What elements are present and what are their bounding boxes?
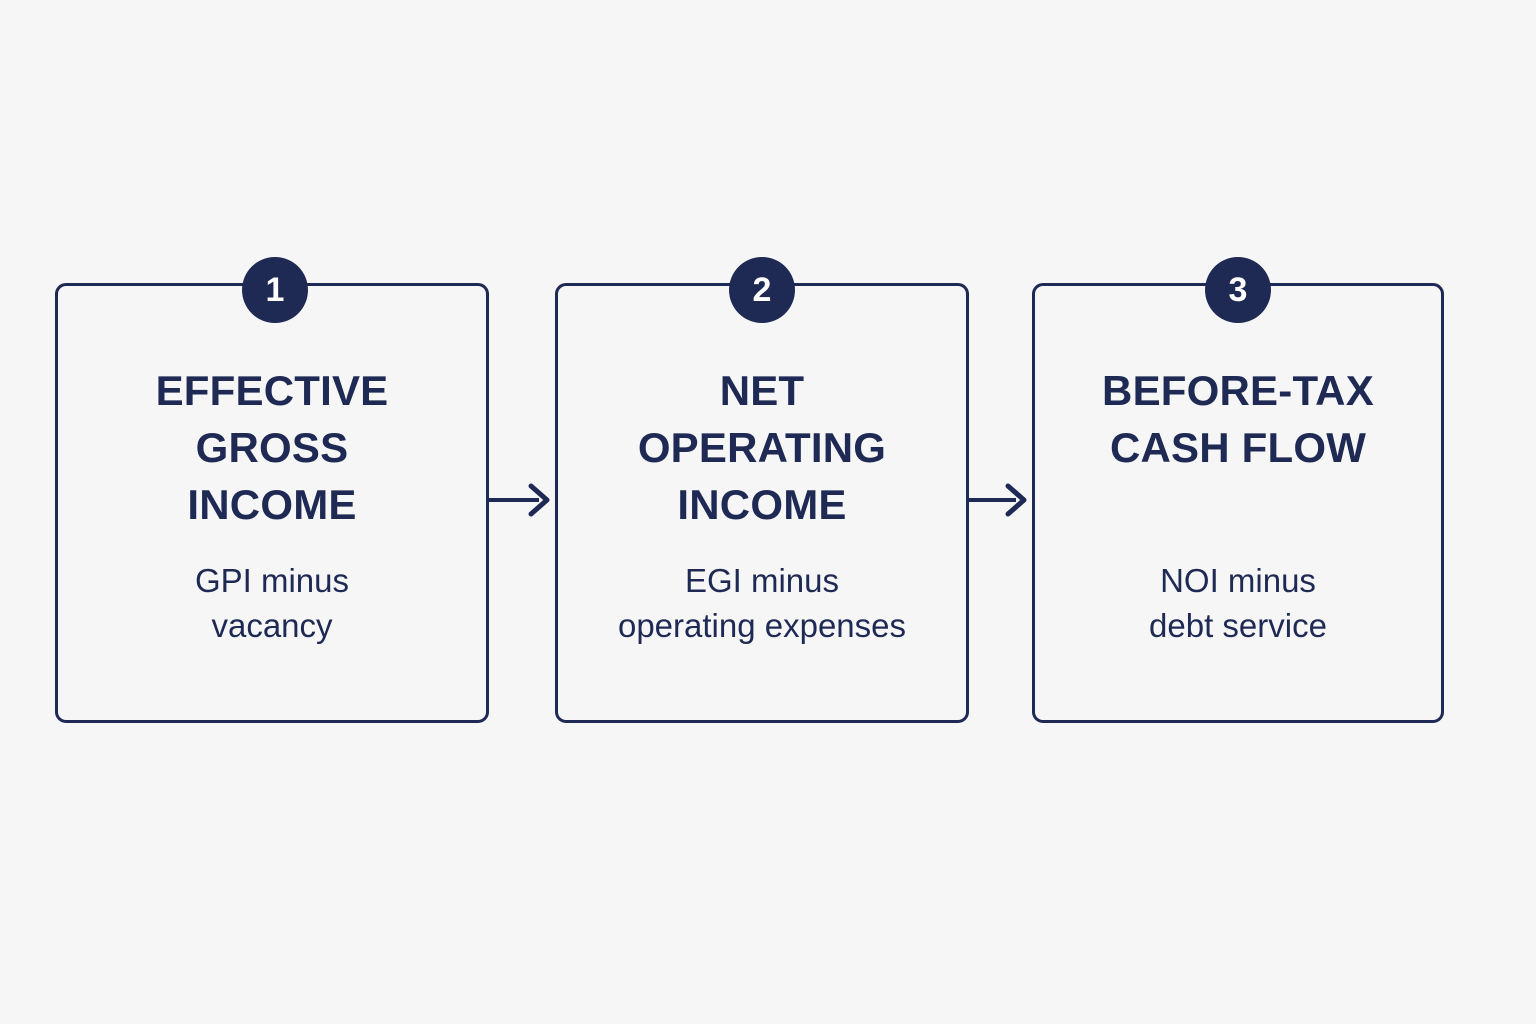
step-badge-2: 2: [729, 257, 795, 323]
step-card-1[interactable]: EFFECTIVE GROSS INCOME GPI minus vacancy: [55, 283, 489, 723]
step-card-3-title: BEFORE-TAX CASH FLOW: [1102, 367, 1374, 471]
step-card-1-subtitle: GPI minus vacancy: [194, 562, 350, 644]
step-badge-1: 1: [242, 257, 308, 323]
step-card-1-title: EFFECTIVE GROSS INCOME: [155, 367, 389, 528]
arrow-right-icon-2: [966, 482, 1036, 518]
step-card-3-subtitle: NOI minus debt service: [1149, 562, 1327, 644]
step-card-3[interactable]: BEFORE-TAX CASH FLOW NOI minus debt serv…: [1032, 283, 1444, 723]
step-card-2-subtitle: EGI minus operating expenses: [617, 562, 907, 644]
arrow-right-icon-1: [487, 482, 559, 518]
step-card-2[interactable]: NET OPERATING INCOME EGI minus operating…: [555, 283, 969, 723]
step-card-2-title: NET OPERATING INCOME: [637, 367, 887, 528]
step-badge-3: 3: [1205, 257, 1271, 323]
